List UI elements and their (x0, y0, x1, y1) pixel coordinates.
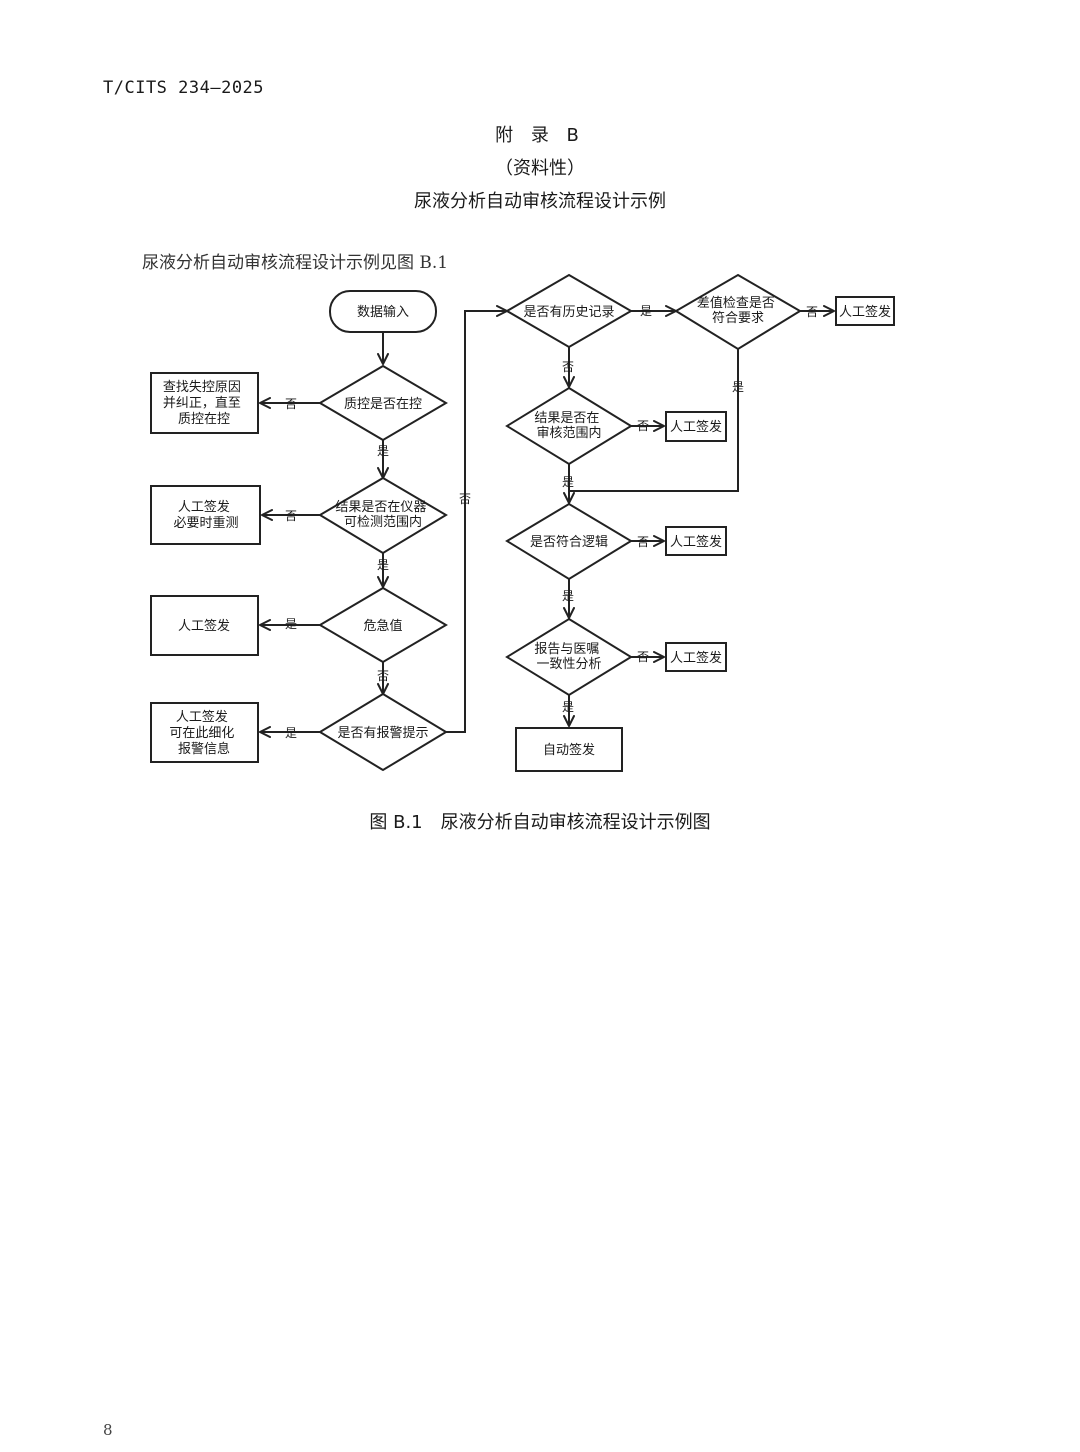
node-text: 人工签发 (670, 419, 722, 435)
edge-label-critical-yes: 是 (285, 617, 297, 631)
node-text: 人工签发 (178, 499, 230, 515)
edge-label-alarm-yes: 是 (285, 726, 297, 740)
node-text: 结果是否在 (534, 411, 599, 426)
node-text: 是否有报警提示 (337, 725, 428, 741)
node-has-alarm: 是否有报警提示 (318, 692, 448, 772)
edge-label-history-no: 否 (562, 360, 574, 374)
node-text: 人工签发 (178, 618, 230, 634)
svg-text:是否符合逻辑: 是否符合逻辑 (530, 534, 608, 550)
node-has-history: 是否有历史记录 (505, 273, 633, 349)
node-text: 人工签发 (176, 709, 228, 725)
edge-delta-yes (569, 349, 739, 492)
svg-text:差值检查是否 符合要求: 差值检查是否 符合要求 (697, 295, 779, 326)
figure-caption: 图 B.1 尿液分析自动审核流程设计示例图 (369, 812, 711, 833)
node-text: 差值检查是否 (697, 295, 775, 311)
svg-text:结果是否在 审核范围内: 结果是否在 审核范围内 (534, 411, 603, 441)
edge-label-consistency-no: 否 (637, 650, 649, 664)
node-text: 查找失控原因 (163, 380, 241, 395)
node-data-input: 数据输入 (329, 290, 437, 333)
edge-alarm-no (446, 305, 508, 733)
standard-code: T/CITS 234—2025 (103, 78, 265, 98)
edge-label-alarm-no: 否 (459, 492, 471, 506)
svg-text:数据输入: 数据输入 (357, 304, 409, 320)
node-text: 人工签发 (670, 650, 722, 666)
node-text: 人工签发 (670, 534, 722, 550)
edge-label-review-no: 否 (637, 419, 649, 433)
node-critical-value: 危急值 (318, 586, 448, 664)
node-in-detect-range: 结果是否在仪器 可检测范围内 (318, 476, 448, 555)
node-text: 是否有历史记录 (523, 305, 614, 320)
node-text: 并纠正，直至 (163, 396, 241, 411)
node-qc-in-control: 质控是否在控 (318, 364, 448, 442)
node-manual-consistency: 人工签发 (665, 642, 727, 672)
edge-label-review-yes: 是 (562, 475, 574, 489)
svg-text:人工签发: 人工签发 (839, 304, 891, 320)
node-text: 人工签发 (839, 304, 891, 320)
node-report-consistency: 报告与医嘱 一致性分析 (505, 617, 633, 697)
node-manual-logic: 人工签发 (665, 526, 727, 556)
edge-label-delta-yes: 是 (732, 380, 744, 394)
node-manual-review: 人工签发 (665, 411, 727, 442)
edge-label-qc-no: 否 (285, 397, 297, 411)
edge-label-delta-no: 否 (806, 305, 818, 319)
node-text: 审核范围内 (536, 425, 601, 441)
edge-label-logic-yes: 是 (562, 589, 574, 603)
edge-label-qc-yes: 是 (377, 444, 389, 458)
node-text: 自动签发 (543, 742, 595, 758)
svg-text:自动签发: 自动签发 (543, 742, 595, 758)
svg-text:人工签发: 人工签发 (670, 650, 722, 666)
edge-label-history-yes: 是 (640, 304, 652, 318)
page-number: 8 (103, 1421, 113, 1439)
node-text: 可检测范围内 (344, 514, 422, 530)
node-text: 危急值 (363, 618, 402, 634)
node-text: 必要时重测 (173, 515, 238, 531)
node-text: 是否符合逻辑 (530, 534, 608, 550)
appendix-title: 附 录 B (495, 125, 585, 146)
svg-text:危急值: 危急值 (363, 618, 402, 634)
svg-text:是否有历史记录: 是否有历史记录 (523, 305, 614, 320)
node-text: 报告与医嘱 (534, 642, 599, 657)
node-text: 报警信息 (178, 741, 230, 757)
edge-label-critical-no: 否 (377, 669, 389, 683)
node-logic-ok: 是否符合逻辑 (505, 502, 633, 581)
svg-text:人工签发: 人工签发 (178, 618, 230, 634)
svg-text:质控是否在控: 质控是否在控 (344, 397, 422, 412)
svg-text:人工签发 可在此细化 报警信息: 人工签发 可在此细化 报警信息 (169, 709, 238, 757)
node-manual-critical: 人工签发 (150, 595, 259, 656)
svg-text:人工签发: 人工签发 (670, 534, 722, 550)
svg-text:结果是否在仪器 可检测范围内: 结果是否在仪器 可检测范围内 (335, 500, 430, 530)
node-manual-delta: 人工签发 (835, 296, 895, 326)
edge-label-range-yes: 是 (377, 558, 389, 572)
node-manual-alarm: 人工签发 可在此细化 报警信息 (150, 702, 259, 763)
node-text: 符合要求 (712, 310, 764, 326)
appendix-nature: （资料性） (495, 158, 585, 179)
edge-label-range-no: 否 (285, 509, 297, 523)
node-text: 质控在控 (178, 412, 230, 427)
svg-text:查找失控原因 并纠正，直至 质控在控: 查找失控原因 并纠正，直至 质控在控 (163, 380, 245, 427)
appendix-name: 尿液分析自动审核流程设计示例 (414, 191, 666, 212)
node-manual-retest: 人工签发 必要时重测 (150, 485, 261, 545)
node-text: 可在此细化 (169, 726, 234, 741)
node-in-review-range: 结果是否在 审核范围内 (505, 386, 633, 466)
node-auto-release: 自动签发 (515, 727, 623, 772)
node-text: 质控是否在控 (344, 397, 422, 412)
edge-label-logic-no: 否 (637, 535, 649, 549)
intro-text: 尿液分析自动审核流程设计示例见图 B.1 (142, 253, 449, 273)
svg-text:人工签发: 人工签发 (670, 419, 722, 435)
node-text: 结果是否在仪器 (335, 500, 426, 515)
node-find-cause: 查找失控原因 并纠正，直至 质控在控 (150, 372, 259, 434)
node-delta-check: 差值检查是否 符合要求 (674, 273, 802, 351)
svg-text:是否有报警提示: 是否有报警提示 (337, 725, 428, 741)
svg-text:报告与医嘱 一致性分析: 报告与医嘱 一致性分析 (534, 642, 603, 672)
node-text: 数据输入 (357, 304, 409, 320)
edge-label-consistency-yes: 是 (562, 700, 574, 714)
svg-text:人工签发 必要时重测: 人工签发 必要时重测 (173, 499, 238, 531)
node-text: 一致性分析 (536, 657, 601, 672)
